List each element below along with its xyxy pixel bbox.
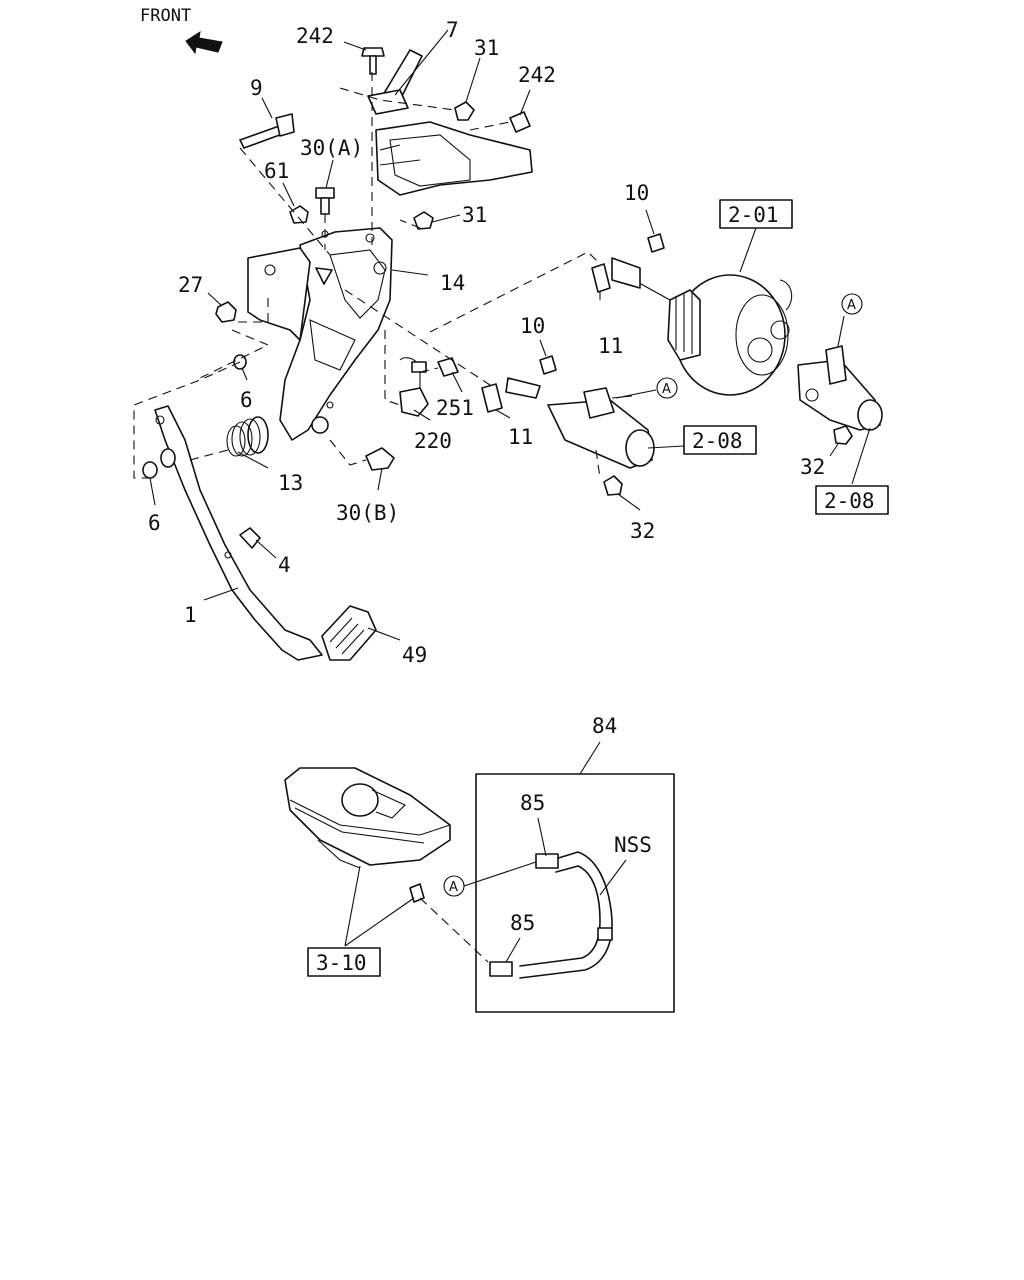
callout-11-lower: 11 xyxy=(508,425,533,449)
pedal-bracket xyxy=(247,227,393,441)
brake-pedal-arm xyxy=(154,405,323,661)
callout-6-lower: 6 xyxy=(148,511,161,535)
circle-ref-a-center-label: A xyxy=(662,382,671,397)
ref-box-2-08-center xyxy=(683,425,757,455)
clip-11-top xyxy=(591,263,611,293)
ref-box-2-08-right xyxy=(815,485,889,515)
callout-10-top: 10 xyxy=(624,181,649,205)
callout-6-upper: 6 xyxy=(240,388,253,412)
hose-assembly xyxy=(489,851,613,979)
nut-32-right xyxy=(833,425,853,445)
bolt-251 xyxy=(437,357,459,377)
fitting-10-top xyxy=(647,233,665,253)
bolt-30a xyxy=(315,187,335,215)
guide-lines xyxy=(133,72,601,963)
callout-10-lower: 10 xyxy=(520,314,545,338)
upper-bracket xyxy=(375,121,533,196)
circle-ref-a-hose xyxy=(443,875,465,897)
callout-31-lower: 31 xyxy=(462,203,487,227)
callout-61: 61 xyxy=(264,159,289,183)
ref-3-10: 3-10 xyxy=(316,951,367,975)
callout-30a: 30(A) xyxy=(300,136,363,160)
nut-61 xyxy=(289,205,309,224)
leader-lines xyxy=(149,29,871,963)
boxed-refs: 2-01 2-08 2-08 3-10 xyxy=(307,199,889,977)
callout-242-right: 242 xyxy=(518,63,556,87)
ref-2-01: 2-01 xyxy=(728,203,779,227)
bolt-242-right xyxy=(509,111,531,133)
valve-right xyxy=(797,345,883,431)
callout-nss: NSS xyxy=(614,833,652,857)
stoplight-switch-220 xyxy=(399,357,429,417)
callout-85-lower: 85 xyxy=(510,911,535,935)
circle-refs: A A A xyxy=(443,293,863,897)
bolt-242-top xyxy=(361,47,385,75)
ref-box-2-01 xyxy=(719,199,793,229)
callout-27: 27 xyxy=(178,273,203,297)
bolt-9 xyxy=(239,113,295,149)
callout-7: 7 xyxy=(446,18,459,42)
callout-1: 1 xyxy=(184,603,197,627)
circle-ref-a-center xyxy=(656,377,678,399)
callout-32-lower: 32 xyxy=(630,519,655,543)
nut-27 xyxy=(215,301,237,323)
pedal-pad-49 xyxy=(321,605,377,661)
front-arrow-icon xyxy=(185,30,223,55)
callouts: 242 7 31 242 9 30(A) 61 31 10 14 27 11 1… xyxy=(148,18,825,935)
nut-32-lower xyxy=(603,475,623,496)
circle-ref-a-right-label: A xyxy=(847,298,856,313)
circle-ref-a-hose-label: A xyxy=(449,880,458,895)
arm-7 xyxy=(367,49,423,115)
fitting-10-lower xyxy=(539,355,557,375)
callout-220: 220 xyxy=(414,429,452,453)
callout-251: 251 xyxy=(436,396,474,420)
callout-30b: 30(B) xyxy=(336,501,399,525)
switch-11-lower xyxy=(481,377,541,413)
ref-2-08-right: 2-08 xyxy=(824,489,875,513)
callout-32-right: 32 xyxy=(800,455,825,479)
spring-13 xyxy=(226,416,269,457)
callout-31-top: 31 xyxy=(474,36,499,60)
master-cylinder-lower xyxy=(547,387,655,469)
master-cylinder-rod xyxy=(611,257,671,301)
bushing-6-lower xyxy=(142,448,176,479)
nut-31-top xyxy=(454,101,475,121)
callout-85-top: 85 xyxy=(520,791,545,815)
ref-2-08-center: 2-08 xyxy=(692,429,743,453)
callout-9: 9 xyxy=(250,76,263,100)
callout-242-top: 242 xyxy=(296,24,334,48)
bolt-30b xyxy=(365,447,395,471)
reservoir-tank xyxy=(284,767,451,903)
callout-11-top: 11 xyxy=(598,334,623,358)
callout-49: 49 xyxy=(402,643,427,667)
callout-4: 4 xyxy=(278,553,291,577)
ref-box-3-10 xyxy=(307,947,381,977)
callout-84: 84 xyxy=(592,714,617,738)
clip-4 xyxy=(239,527,261,549)
callout-14: 14 xyxy=(440,271,465,295)
hose-kit-box xyxy=(475,773,675,1013)
front-label: FRONT xyxy=(140,6,191,26)
circle-ref-a-right xyxy=(841,293,863,315)
brake-booster xyxy=(667,274,793,396)
callout-13: 13 xyxy=(278,471,303,495)
